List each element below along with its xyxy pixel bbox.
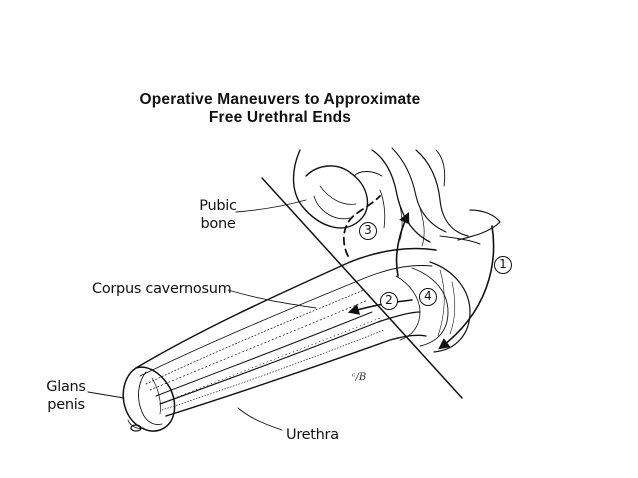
title-line-1: Operative Maneuvers to Approximate (139, 91, 421, 108)
dashed-arc (342, 195, 381, 257)
step-2-marker: 2 (380, 292, 398, 310)
glans-line-1: Glans (46, 379, 86, 395)
urethra-label: Urethra (286, 427, 339, 443)
pubic-line-2: bone (200, 216, 236, 232)
step-3-marker: 3 (359, 222, 377, 240)
pubic-line-1: Pubic (199, 198, 237, 214)
title-line-2: Free Urethral Ends (208, 109, 352, 126)
pubic-bone-drawing (292, 147, 501, 247)
urethra-drawing (159, 311, 427, 417)
artist-signature: ᶜ/B (352, 372, 367, 383)
arrow-up (395, 211, 410, 277)
step-4-marker: 4 (419, 288, 437, 306)
incision-line (261, 177, 463, 399)
urethra-leader (237, 407, 283, 431)
arrow-1 (438, 225, 495, 350)
corpus-cavernosum-drawing (135, 247, 437, 397)
step-1-marker: 1 (494, 256, 512, 274)
corpus-cavernosum-label: Corpus cavernosum (92, 281, 232, 297)
page-title: Operative Maneuvers to Approximate Free … (100, 91, 460, 127)
pubic-leader (235, 199, 307, 213)
glans-leader (87, 391, 125, 399)
glans-line-2: penis (47, 397, 85, 413)
corpus-leader (227, 289, 317, 309)
pubic-bone-label: Pubic bone (198, 197, 238, 233)
glans-penis-label: Glans penis (44, 378, 88, 414)
glans-drawing (122, 366, 176, 432)
